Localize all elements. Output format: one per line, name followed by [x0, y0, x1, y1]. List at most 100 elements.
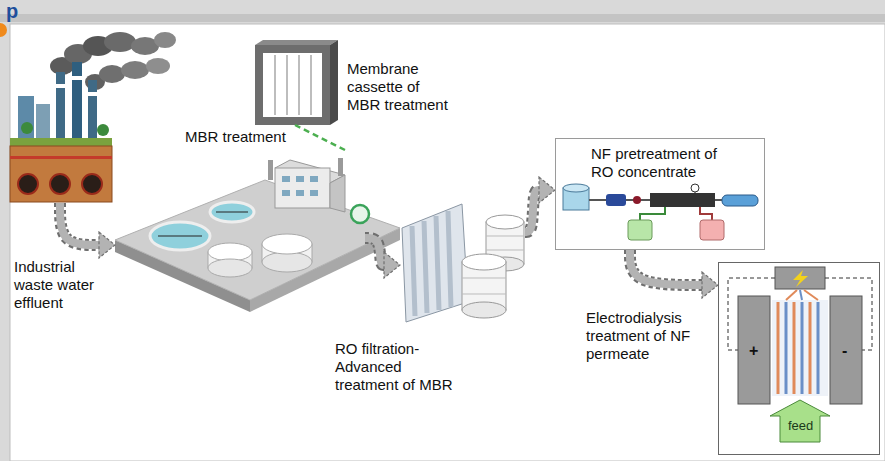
- ro-unit: [412, 226, 415, 316]
- flow-arrow-outline: [630, 250, 702, 285]
- heading-fragment: p: [6, 0, 18, 23]
- mbr-plant: [310, 190, 318, 196]
- nf-schematic: [700, 220, 724, 240]
- ro-unit: [462, 278, 506, 279]
- ro-unit: [462, 294, 506, 295]
- nf-box: NF pretreatment of RO concentrate: [555, 138, 765, 250]
- factory: [50, 174, 70, 194]
- flow-arrow-outline: [365, 238, 384, 265]
- factory: [10, 138, 112, 146]
- electrodialysis-cell: [775, 267, 825, 289]
- ro-unit: [402, 204, 468, 322]
- flow-arrow: [525, 190, 539, 232]
- membrane-cassette: [274, 55, 276, 115]
- cassette-node: Membrane cassette of MBR treatment: [255, 40, 335, 125]
- ro-unit: [436, 216, 439, 310]
- ro-unit: [462, 254, 506, 270]
- smoke: [121, 61, 149, 79]
- mbr-plant: [296, 190, 304, 196]
- factory: [18, 96, 34, 142]
- mbr-plant: [262, 252, 312, 272]
- smoke: [154, 32, 176, 48]
- flow-arrow-outline: [60, 203, 99, 245]
- electrodialysis-cell: [770, 400, 830, 442]
- electrodialysis-cell: [793, 270, 808, 287]
- mbr-plant: [115, 158, 400, 312]
- nf-schematic: [691, 184, 699, 192]
- mbr-plant: [275, 168, 330, 208]
- mbr-plant: [208, 243, 252, 261]
- electrodialysis-cell: [719, 263, 879, 454]
- factory: [10, 62, 112, 202]
- flow-arrow: [365, 238, 384, 265]
- factory: [82, 174, 102, 194]
- electrodialysis-cell: [785, 302, 788, 394]
- factory: [72, 62, 82, 142]
- ro-unit: [462, 302, 506, 318]
- mbr-plant: [296, 176, 304, 182]
- nf-schematic: [715, 199, 722, 201]
- factory: [56, 84, 65, 88]
- electrodialysis-cell: [804, 290, 818, 300]
- electrodialysis-cell: [793, 302, 796, 394]
- polarity-sign: +: [749, 342, 758, 360]
- factory: [72, 76, 82, 80]
- membrane-cassette: [255, 40, 338, 45]
- electrodialysis-cell: [817, 302, 820, 394]
- dashed-link: [295, 125, 345, 150]
- electrodialysis-cell: [719, 263, 879, 454]
- node-label: Electrodialysis treatment of NF permeate: [586, 309, 711, 363]
- nf-schematic: [722, 195, 758, 206]
- node-label: Membrane cassette of MBR treatment: [347, 60, 452, 114]
- mbr-plant: [351, 205, 369, 223]
- ro-unit: [486, 236, 524, 237]
- flow-arrow: [365, 238, 384, 265]
- electrodialysis-cell: [800, 290, 802, 300]
- mbr-plant: [210, 202, 254, 222]
- mbr-plant: [338, 158, 343, 176]
- ro-unit: [424, 221, 427, 313]
- mbr-plant: [268, 160, 273, 180]
- dashed-link: [295, 125, 345, 150]
- factory: [10, 156, 112, 159]
- ro-unit: [448, 211, 451, 307]
- flow-arrow-outline: [525, 190, 539, 232]
- background: [10, 24, 885, 461]
- ro-unit: [486, 215, 524, 229]
- polarity-sign: -: [842, 342, 847, 360]
- mbr-plant: [115, 180, 400, 300]
- nf-schematic: [563, 184, 589, 192]
- factory: [10, 146, 112, 202]
- electrodialysis-cell: [830, 296, 862, 404]
- factory-node: Industrial waste water effluent: [10, 58, 110, 203]
- factory: [36, 104, 50, 142]
- nf-schematic: [606, 194, 626, 206]
- nf-schematic: [650, 193, 715, 207]
- mbr-plant: [330, 175, 345, 212]
- smoke: [104, 32, 136, 52]
- nf-schematic: [633, 196, 641, 204]
- mbr-plant: [216, 211, 248, 213]
- ro-unit: [486, 250, 524, 251]
- ro-node: RO filtration- Advanced treatment of MBR: [400, 205, 525, 320]
- ro-unit: [402, 204, 524, 322]
- smoke: [99, 65, 125, 83]
- flow-arrow: [60, 203, 99, 245]
- membrane-cassette: [263, 53, 322, 117]
- nf-schematic: [700, 207, 712, 220]
- flow-arrow: [525, 190, 539, 232]
- membrane-cassette: [255, 40, 338, 125]
- membrane-cassette: [310, 55, 312, 115]
- node-label: MBR treatment: [185, 128, 315, 146]
- electrodialysis-cell: [801, 302, 804, 394]
- nf-schematic: [563, 184, 758, 240]
- background: [0, 14, 885, 22]
- membrane-cassette: [330, 40, 338, 125]
- membrane-cassette: [255, 45, 330, 125]
- mbr-plant: [262, 234, 312, 254]
- smoke: [50, 32, 176, 90]
